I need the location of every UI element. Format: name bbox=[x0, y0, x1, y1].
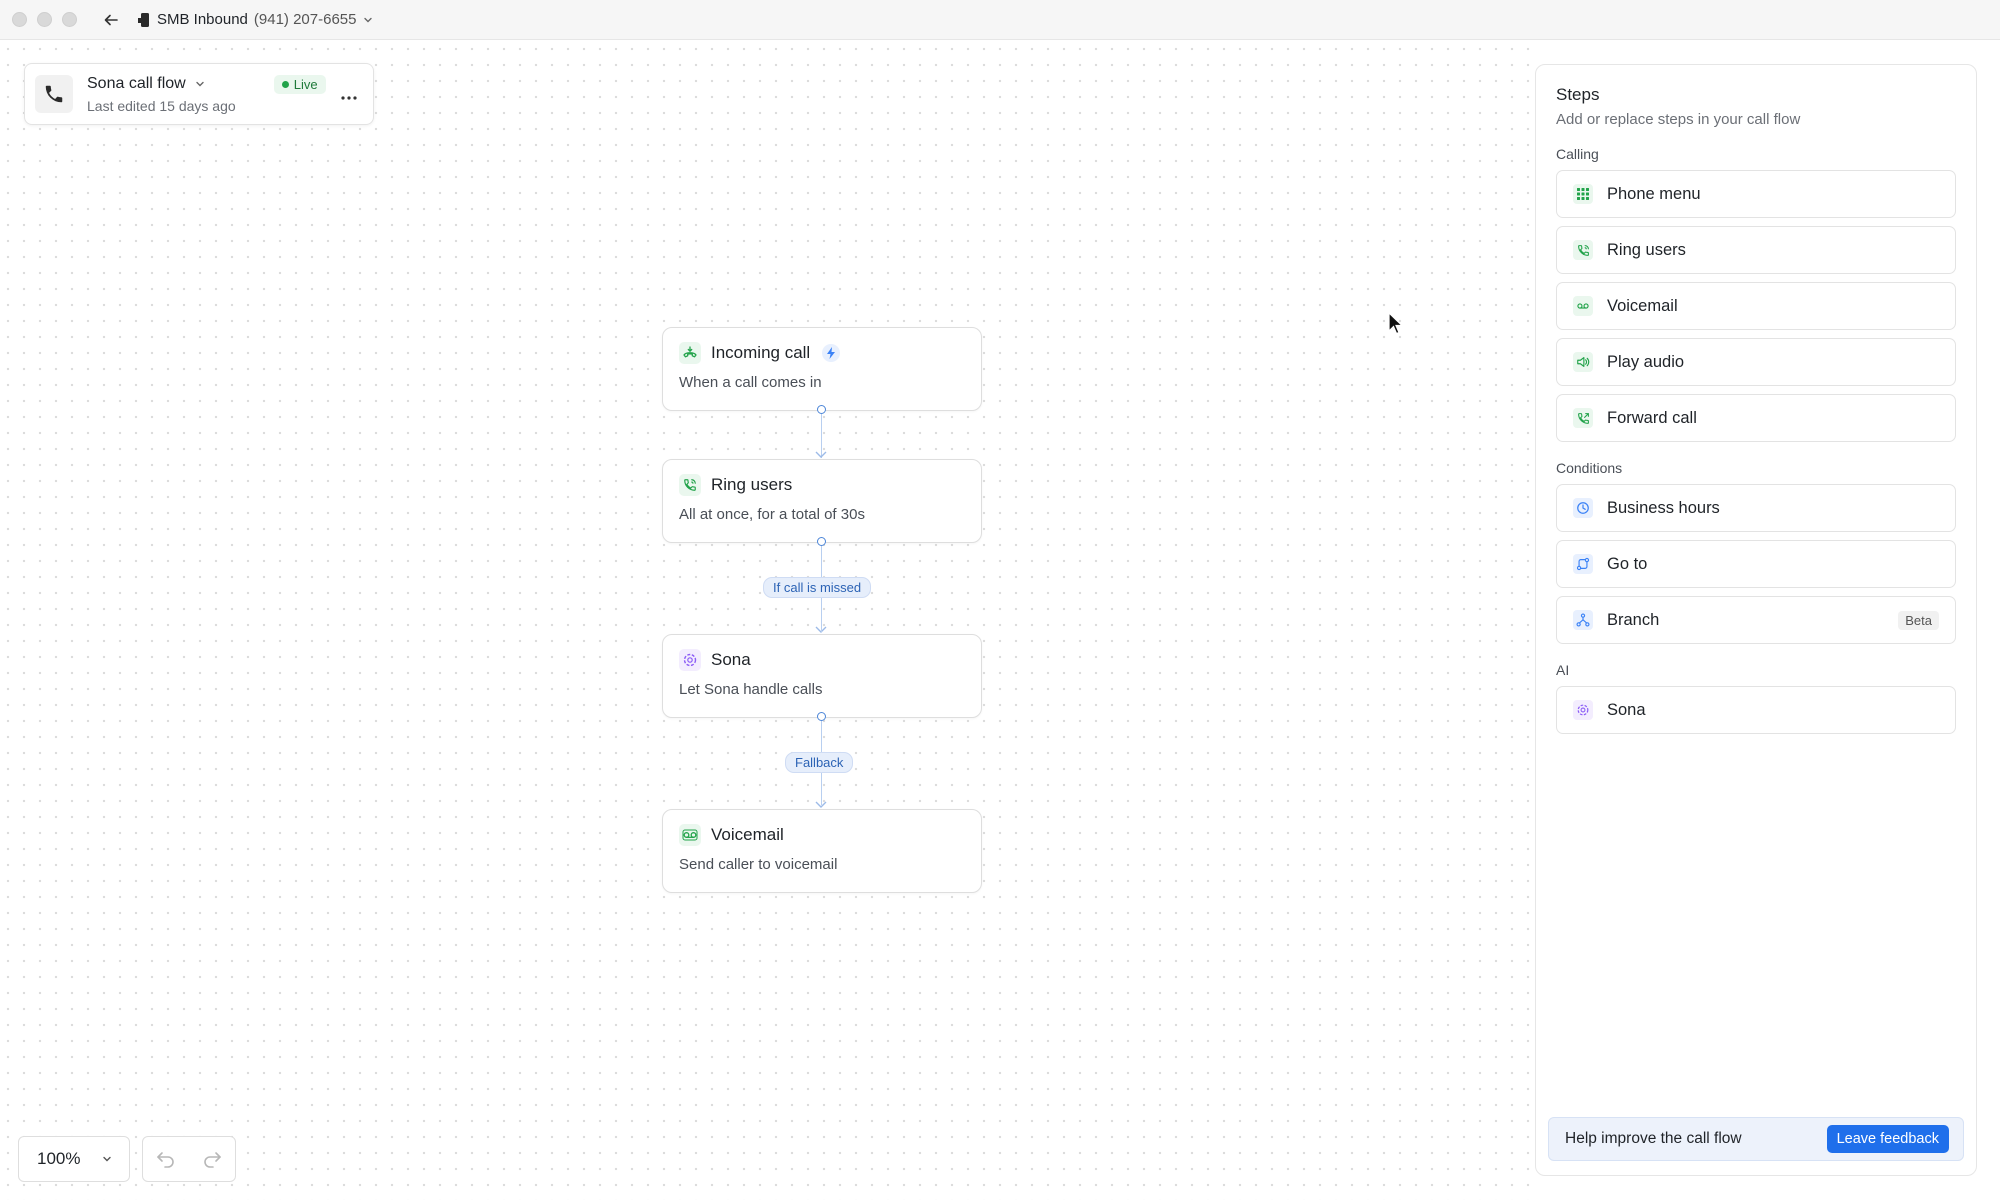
more-horizontal-icon bbox=[341, 95, 357, 100]
node-incoming-call[interactable]: Incoming call When a call comes in bbox=[662, 327, 982, 411]
history-controls bbox=[142, 1136, 236, 1182]
step-label: Ring users bbox=[1607, 240, 1686, 259]
step-go-to[interactable]: Go to bbox=[1556, 540, 1956, 588]
phone-forward-icon bbox=[1573, 408, 1593, 428]
live-dot-icon bbox=[281, 80, 289, 88]
node-sona[interactable]: Sona Let Sona handle calls bbox=[662, 634, 982, 718]
step-label: Forward call bbox=[1607, 408, 1697, 427]
flow-title[interactable]: Sona call flow bbox=[87, 75, 186, 92]
more-options-button[interactable] bbox=[341, 84, 357, 105]
feedback-text: Help improve the call flow bbox=[1565, 1130, 1742, 1147]
arrow-down-icon bbox=[815, 451, 827, 458]
last-edited-text: Last edited 15 days ago bbox=[87, 97, 236, 114]
section-label-ai: AI bbox=[1556, 662, 1570, 678]
panel-title: Steps bbox=[1556, 85, 1600, 104]
zoom-select[interactable]: 100% bbox=[18, 1136, 130, 1182]
phone-ring-icon bbox=[679, 474, 701, 496]
keypad-icon bbox=[1573, 184, 1593, 204]
node-description: Let Sona handle calls bbox=[679, 681, 823, 698]
zoom-level: 100% bbox=[37, 1149, 81, 1168]
undo-icon bbox=[157, 1152, 174, 1168]
step-forward-call[interactable]: Forward call bbox=[1556, 394, 1956, 442]
step-label: Business hours bbox=[1607, 498, 1720, 517]
node-ring-users[interactable]: Ring users All at once, for a total of 3… bbox=[662, 459, 982, 543]
phone-icon bbox=[35, 75, 73, 113]
incoming-call-icon bbox=[679, 342, 701, 364]
section-label-conditions: Conditions bbox=[1556, 460, 1623, 476]
flow-header-card: Sona call flow Live Last edited 15 days … bbox=[24, 63, 374, 125]
mouse-cursor-icon bbox=[1388, 312, 1404, 335]
window-titlebar: SMB Inbound (941) 207-6655 bbox=[0, 0, 2000, 40]
branch-icon bbox=[1573, 610, 1593, 630]
step-label: Voicemail bbox=[1607, 296, 1678, 315]
back-button[interactable] bbox=[99, 8, 123, 32]
node-title: Voicemail bbox=[711, 825, 784, 844]
chevron-down-icon[interactable] bbox=[194, 78, 206, 90]
node-description: When a call comes in bbox=[679, 374, 822, 391]
route-icon bbox=[1573, 554, 1593, 574]
sona-icon bbox=[1573, 700, 1593, 720]
step-label: Phone menu bbox=[1607, 184, 1701, 203]
node-voicemail[interactable]: Voicemail Send caller to voicemail bbox=[662, 809, 982, 893]
step-play-audio[interactable]: Play audio bbox=[1556, 338, 1956, 386]
feedback-banner: Help improve the call flow Leave feedbac… bbox=[1548, 1117, 1964, 1161]
arrow-left-icon bbox=[104, 14, 118, 25]
step-ring-users[interactable]: Ring users bbox=[1556, 226, 1956, 274]
redo-icon bbox=[204, 1152, 221, 1168]
output-port[interactable] bbox=[817, 712, 826, 721]
sona-icon bbox=[679, 649, 701, 671]
arrow-down-icon bbox=[815, 626, 827, 633]
bolt-icon bbox=[822, 344, 841, 362]
phone-ring-icon bbox=[1573, 240, 1593, 260]
phone-line-selector[interactable]: SMB Inbound (941) 207-6655 bbox=[137, 11, 374, 28]
node-description: All at once, for a total of 30s bbox=[679, 506, 865, 523]
beta-badge: Beta bbox=[1898, 610, 1939, 630]
undo-button[interactable] bbox=[156, 1150, 176, 1168]
minimize-window-button[interactable] bbox=[37, 12, 52, 27]
clock-icon bbox=[1573, 498, 1593, 518]
step-label: Play audio bbox=[1607, 352, 1685, 371]
edge-label-fallback[interactable]: Fallback bbox=[785, 752, 854, 773]
flow-info: Sona call flow Live Last edited 15 days … bbox=[87, 74, 331, 114]
connector-line bbox=[821, 607, 822, 632]
status-badge: Live bbox=[273, 74, 326, 94]
node-title: Sona bbox=[711, 650, 751, 669]
step-branch[interactable]: Branch Beta bbox=[1556, 596, 1956, 644]
output-port[interactable] bbox=[817, 405, 826, 414]
speaker-icon bbox=[1573, 352, 1593, 372]
status-label: Live bbox=[293, 76, 318, 92]
node-title: Incoming call bbox=[711, 343, 811, 362]
flow-canvas[interactable]: Sona call flow Live Last edited 15 days … bbox=[0, 41, 1535, 1200]
line-number: (941) 207-6655 bbox=[253, 11, 357, 28]
step-sona[interactable]: Sona bbox=[1556, 686, 1956, 734]
step-phone-menu[interactable]: Phone menu bbox=[1556, 170, 1956, 218]
voicemail-icon bbox=[1573, 296, 1593, 316]
step-label: Branch bbox=[1607, 610, 1660, 629]
voicemail-icon bbox=[679, 824, 701, 846]
output-port[interactable] bbox=[817, 537, 826, 546]
steps-panel: Steps Add or replace steps in your call … bbox=[1535, 64, 1977, 1176]
zoom-window-button[interactable] bbox=[62, 12, 77, 27]
line-name: SMB Inbound bbox=[157, 11, 248, 28]
arrow-down-icon bbox=[815, 801, 827, 808]
leave-feedback-button[interactable]: Leave feedback bbox=[1826, 1125, 1949, 1153]
step-business-hours[interactable]: Business hours bbox=[1556, 484, 1956, 532]
window-controls bbox=[12, 12, 77, 27]
section-label-calling: Calling bbox=[1556, 146, 1599, 162]
node-title: Ring users bbox=[711, 475, 793, 494]
node-description: Send caller to voicemail bbox=[679, 856, 838, 873]
step-label: Sona bbox=[1607, 700, 1646, 719]
redo-button[interactable] bbox=[202, 1150, 222, 1168]
connector-line bbox=[821, 414, 822, 458]
step-label: Go to bbox=[1607, 554, 1648, 573]
panel-subtitle: Add or replace steps in your call flow bbox=[1556, 111, 1801, 128]
close-window-button[interactable] bbox=[12, 12, 27, 27]
chevron-down-icon bbox=[364, 17, 373, 22]
edge-label-missed[interactable]: If call is missed bbox=[763, 577, 872, 598]
step-voicemail[interactable]: Voicemail bbox=[1556, 282, 1956, 330]
phone-line-icon bbox=[138, 12, 149, 27]
chevron-down-icon bbox=[103, 1156, 111, 1162]
